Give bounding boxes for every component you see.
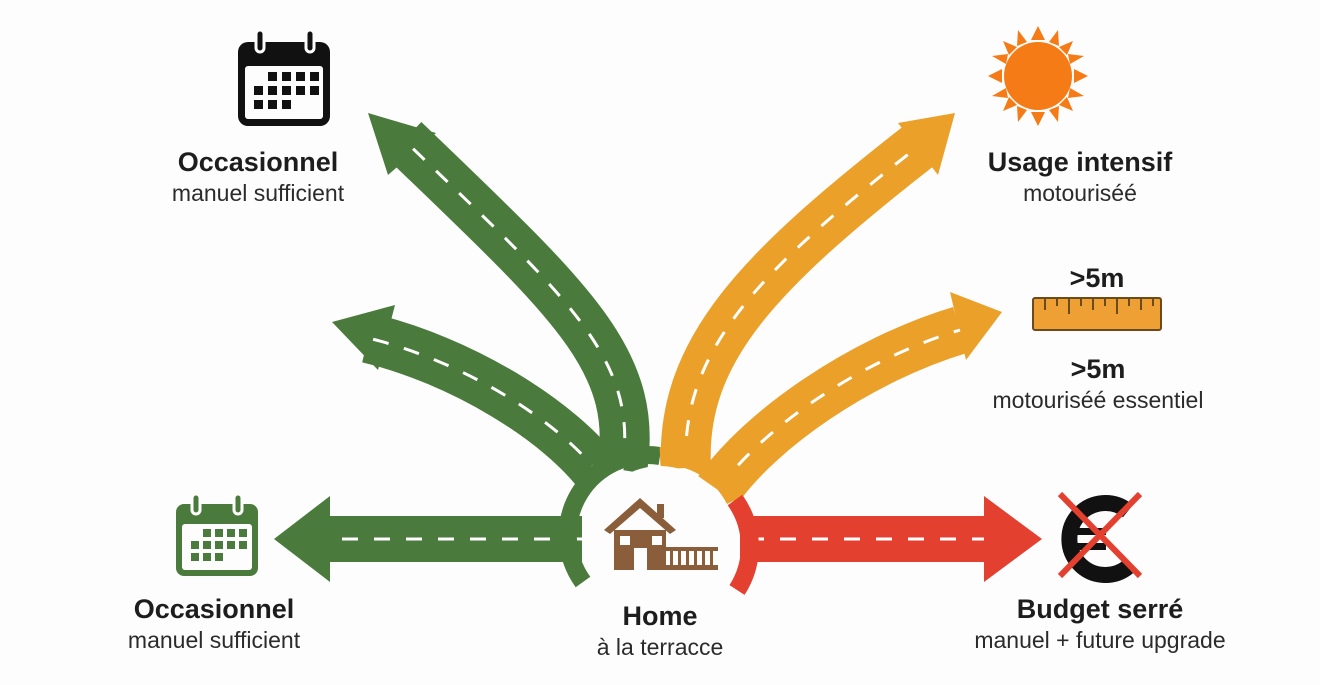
label-long: >5m motouriséé essentiel: [956, 353, 1240, 415]
branch-subtitle: manuel + future upgrade: [974, 627, 1226, 653]
branch-title-repeat: >5m: [1070, 354, 1126, 384]
center-title: Home: [622, 601, 698, 631]
crossed-euro-icon: [1057, 491, 1143, 583]
label-budget: Budget serré manuel + future upgrade: [930, 593, 1270, 655]
branch-title: Budget serré: [1016, 594, 1184, 624]
calendar-icon: [238, 28, 330, 126]
sun-icon: [988, 26, 1088, 126]
label-occasional-top: Occasionnel manuel sufficient: [140, 146, 376, 208]
branch-title: Usage intensif: [987, 147, 1173, 177]
arrow-budget: [740, 496, 1042, 582]
label-intensive: Usage intensif motouriséé: [960, 146, 1200, 208]
branch-title: Occasionnel: [133, 594, 295, 624]
arrow-occasional-top: [368, 113, 650, 475]
calendar-icon: [176, 492, 258, 576]
arrow-intensive: [660, 113, 955, 470]
arrow-occasional-left: [274, 496, 582, 582]
house-terrace-icon: [604, 498, 718, 570]
branch-subtitle: manuel sufficient: [171, 180, 345, 206]
arrow-occasional-mid: [332, 305, 623, 494]
label-occasional-left: Occasionnel manuel sufficient: [96, 593, 332, 655]
label-center: Home à la terracce: [560, 600, 760, 662]
branch-title: >5m: [1069, 263, 1125, 293]
label-long-top: >5m: [1040, 262, 1154, 294]
branch-subtitle: motouriséé: [1023, 180, 1137, 206]
ruler-icon: [1032, 297, 1162, 331]
branch-subtitle: motouriséé essentiel: [992, 387, 1204, 413]
branch-title: Occasionnel: [177, 147, 339, 177]
arrow-long: [698, 292, 1002, 505]
center-subtitle: à la terracce: [596, 634, 724, 660]
branch-subtitle: manuel sufficient: [127, 627, 301, 653]
